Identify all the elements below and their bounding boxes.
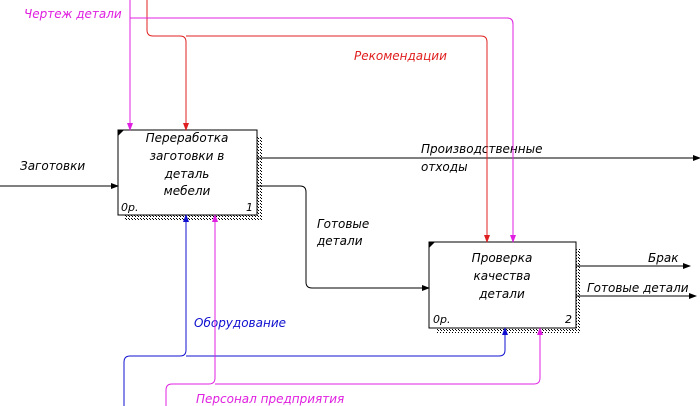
box-1-cost: 0р. — [121, 201, 138, 214]
label-production-waste-1: Производственные — [421, 142, 542, 156]
activity-box-2: Проверка качества детали 0р. 2 — [428, 241, 581, 333]
label-finished-parts-2: детали — [316, 234, 363, 248]
label-recommendations: Рекомендации — [354, 49, 447, 63]
box-2-cost: 0р. — [433, 313, 450, 326]
box-1-line-1: Переработка — [146, 131, 229, 145]
label-production-waste-2: отходы — [421, 160, 468, 174]
box-2-corner-mark — [429, 242, 435, 248]
box-2-line-1: Проверка — [472, 251, 533, 265]
label-personnel: Персонал предприятия — [196, 392, 344, 406]
arrow-personnel — [165, 214, 543, 406]
box-2-line-2: качества — [473, 269, 530, 283]
box-1-line-4: мебели — [164, 184, 211, 198]
box-1-corner-mark — [118, 130, 124, 136]
label-finished-parts-1: Готовые — [317, 217, 369, 231]
arrow-equipment — [123, 214, 508, 406]
box-1-line-3: деталь — [164, 167, 210, 181]
label-blanks: Заготовки — [20, 159, 85, 173]
arrow-drawing — [127, 0, 516, 243]
label-drawing: Чертеж детали — [24, 7, 122, 21]
activity-box-1: Переработка заготовки в деталь мебели 0р… — [117, 129, 262, 220]
box-1-number: 1 — [246, 201, 253, 214]
box-1-line-2: заготовки в — [150, 149, 225, 163]
label-finished-parts-out: Готовые детали — [587, 281, 689, 295]
label-defect: Брак — [648, 251, 679, 265]
box-2-line-3: детали — [478, 287, 525, 301]
label-equipment: Оборудование — [194, 316, 286, 330]
arrow-recommendations — [146, 0, 490, 243]
box-2-number: 2 — [565, 313, 572, 326]
arrow-finished-parts-internal — [257, 185, 430, 291]
